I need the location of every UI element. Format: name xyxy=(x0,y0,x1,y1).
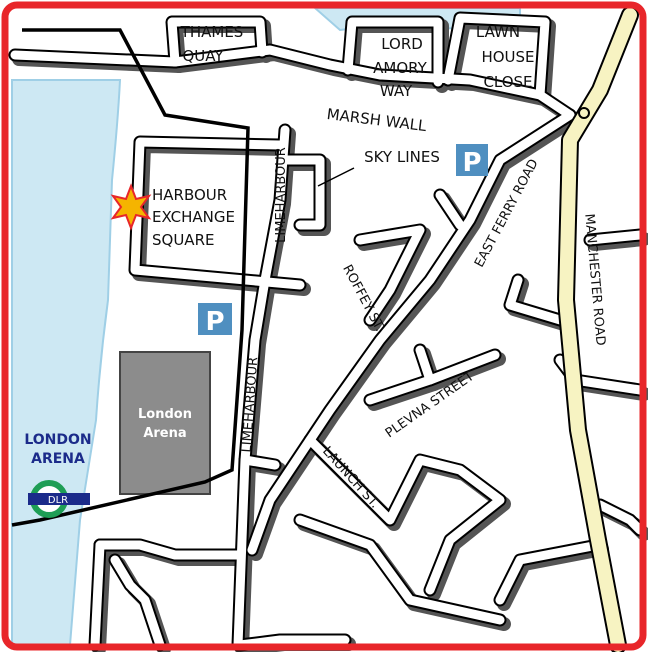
road-east-spur-3-road-fill xyxy=(585,230,645,245)
road-south-spur-road-fill xyxy=(495,540,603,605)
road-lawn-house-loop-road-fill xyxy=(443,13,550,100)
arena-label-line2: Arena xyxy=(143,426,186,441)
road-limeharbour-road-fill xyxy=(233,125,290,650)
road-east-spur-4-road-fill xyxy=(595,500,645,535)
london-arena-building xyxy=(119,351,211,495)
street-thames-quay-1: THAMES xyxy=(180,23,244,41)
dlr-railway-line xyxy=(11,28,250,527)
street-limeharbour-south: LIMEHARBOUR xyxy=(240,357,262,454)
sky-lines-pointer xyxy=(317,167,355,187)
location-star-icon[interactable] xyxy=(110,183,152,231)
station-name-line2: ARENA xyxy=(31,451,85,467)
street-sky-lines: SKY LINES xyxy=(364,148,440,166)
road-west-south-2-road-fill xyxy=(90,540,105,650)
street-lord-amory-3: WAY xyxy=(380,82,413,100)
street-lawn-house-2: HOUSE xyxy=(481,48,534,66)
road-east-spur-2-road-fill xyxy=(505,275,565,325)
road-south-loop-road-fill xyxy=(295,515,505,625)
manchester-road xyxy=(559,8,637,652)
parking-north-symbol: P xyxy=(462,148,481,178)
arena-label-line1: London xyxy=(138,407,192,422)
dlr-label: DLR xyxy=(48,495,68,506)
road-network xyxy=(8,11,648,652)
roundabout xyxy=(578,107,590,119)
street-harbour-exchange-2: EXCHANGE xyxy=(152,208,235,226)
road-west-south-road-fill xyxy=(95,540,243,560)
street-lord-amory-2: AMORY xyxy=(373,59,427,77)
street-lord-amory-1: LORD xyxy=(381,35,423,53)
road-roffey-st-road-fill xyxy=(355,225,425,325)
parking-north[interactable]: P xyxy=(456,144,488,178)
street-thames-quay-2: QUAY xyxy=(182,47,224,65)
road-east-ferry-road-road-fill xyxy=(247,110,575,555)
street-lawn-house-1: LAWN xyxy=(476,23,520,41)
road-lord-amory-loop-road-fill xyxy=(343,17,443,87)
street-harbour-exchange-1: HARBOUR xyxy=(152,186,227,204)
road-plevna-link-road-fill xyxy=(415,345,435,385)
road-west-south-3-road-fill xyxy=(110,555,165,650)
road-limeharbour-spur-road-fill xyxy=(240,455,280,470)
street-harbour-exchange-3: SQUARE xyxy=(152,231,214,249)
street-limeharbour-north: LIMEHARBOUR xyxy=(274,147,289,243)
road-north-link-road-fill xyxy=(10,50,180,67)
road-launch-st-road-fill xyxy=(305,435,505,595)
dlr-station-roundel[interactable]: DLR xyxy=(28,480,90,518)
road-mid-link-road-fill xyxy=(235,635,350,650)
road-thames-quay-loop-road-fill xyxy=(167,17,267,67)
road-sky-lines-road-fill xyxy=(280,155,325,230)
parking-west-symbol: P xyxy=(205,307,224,337)
parking-west[interactable]: P xyxy=(198,303,232,337)
street-lawn-house-3: CLOSE xyxy=(483,73,532,91)
road-pop-lane-road-fill xyxy=(435,190,465,230)
station-name-line1: LONDON xyxy=(24,432,91,448)
